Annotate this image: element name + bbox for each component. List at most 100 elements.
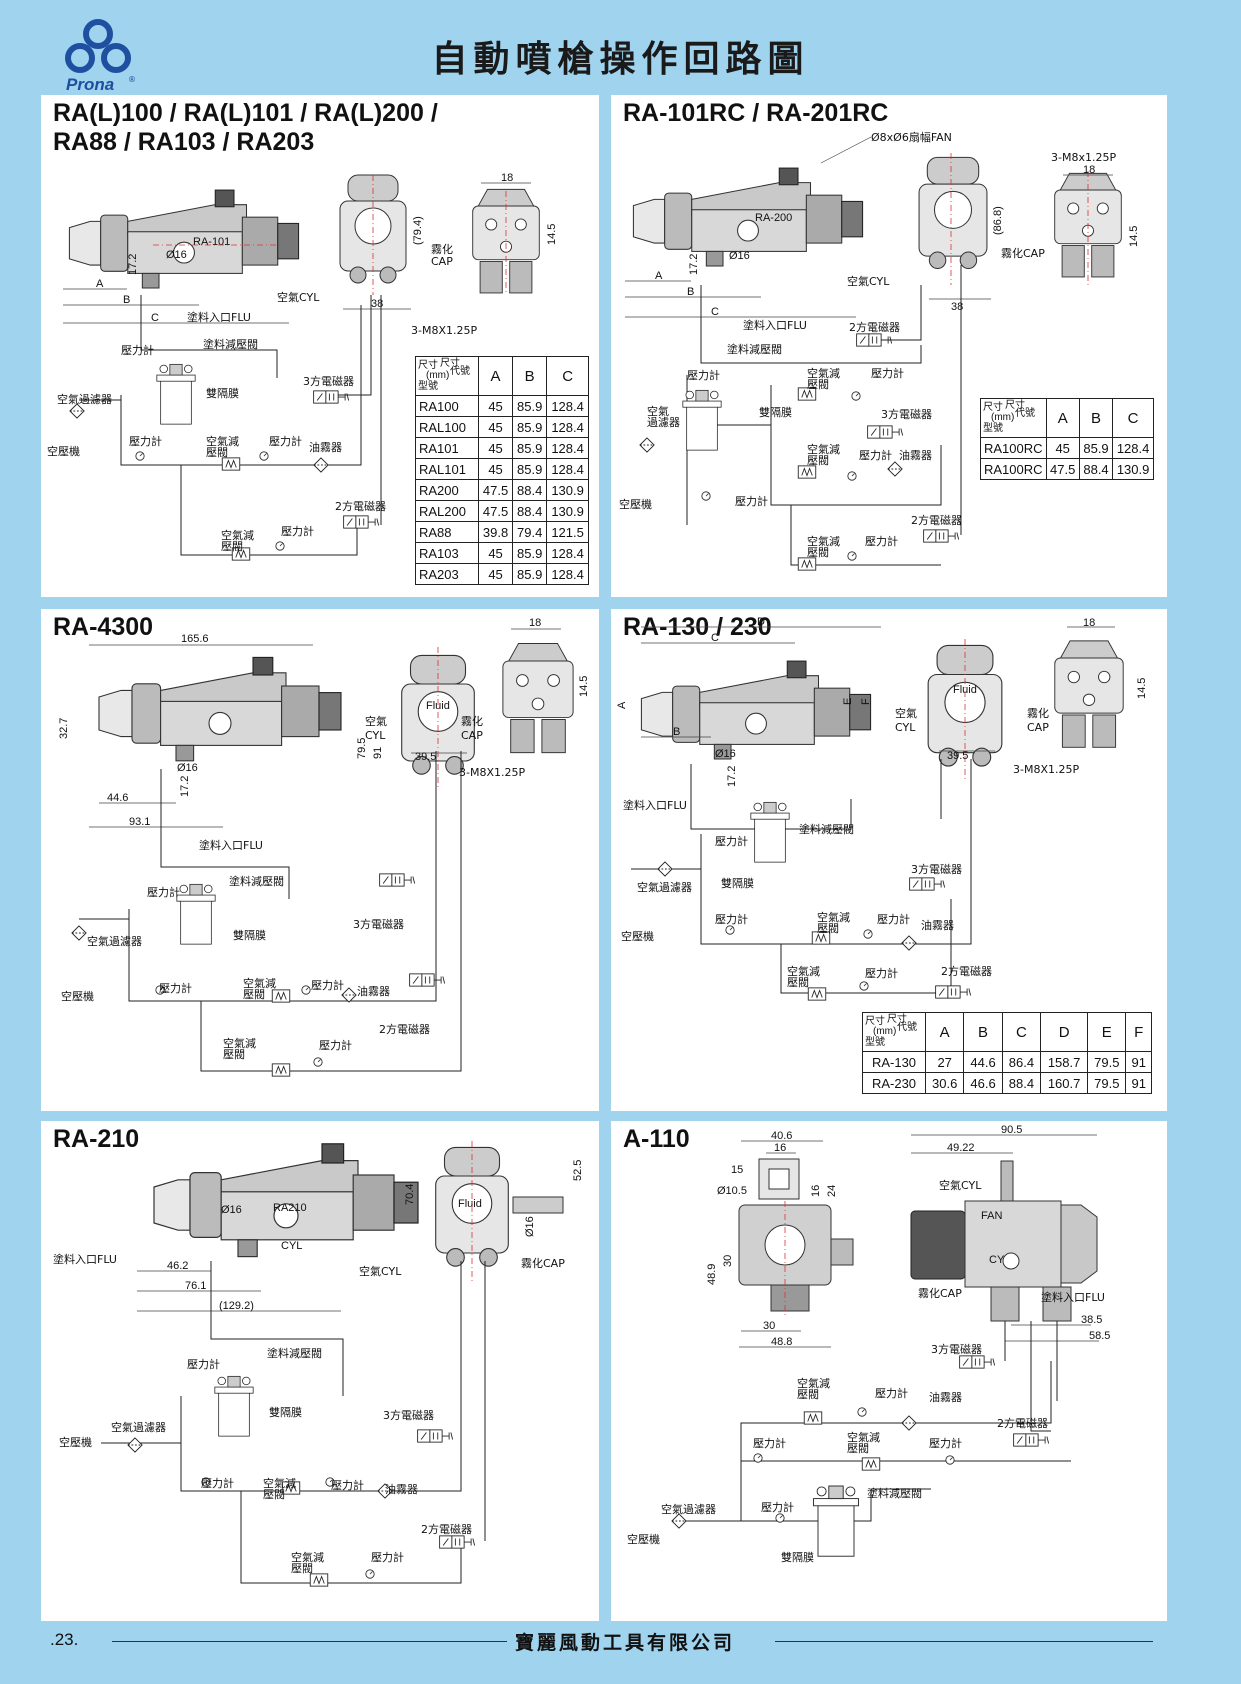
label-compressor: 空壓機: [47, 444, 80, 458]
valve-2way-icon: [439, 1535, 476, 1549]
panel-title: A-110: [623, 1125, 690, 1153]
label-cyl-en: CYL: [895, 721, 916, 734]
air-filter-icon: [69, 403, 85, 419]
brand-registered: ®: [128, 75, 136, 84]
panel-title: RA-210: [53, 1125, 140, 1153]
fluid-tank-icon: [176, 883, 216, 945]
page-number: .23.: [50, 1630, 79, 1649]
label-cap-en: CAP: [431, 255, 453, 268]
label-air-filter: 空氣過濾器: [57, 392, 112, 406]
air-regulator-icon: [271, 1063, 291, 1077]
lubricator-icon: [887, 461, 903, 477]
label-gauge3: 壓力計: [311, 978, 344, 992]
label-valve3: 3方電磁器: [931, 1342, 982, 1356]
label-valve3: 3方電磁器: [911, 862, 962, 876]
label-fluid-reg: 塗料減壓閥: [727, 342, 782, 356]
panel-ra130-230: RA-130 / 230 D C A E F B Ø16 17.2 Fluid …: [611, 609, 1167, 1111]
brand-name: Prona: [66, 75, 114, 94]
label-cyl-en: CYL: [365, 729, 386, 742]
a110-diagram: 40.6 16 15 Ø10.5 16 24 30 48.9 30 48.8 9…: [627, 1124, 1110, 1564]
panel-title: RA(L)100 / RA(L)101 / RA(L)200 / RA88 / …: [53, 99, 438, 157]
label-air-reg2: 空氣減壓閥: [221, 528, 254, 553]
label-flu: 塗料入口FLU: [53, 1252, 117, 1266]
dim-165-6: 165.6: [181, 633, 209, 645]
lubricator-icon: [901, 935, 917, 951]
label-fluid-reg: 塗料減壓閥: [867, 1486, 922, 1500]
gauge-icon: [847, 551, 857, 561]
label-flu: 塗料入口FLU: [623, 798, 687, 812]
dim-14-5: 14.5: [1136, 678, 1148, 699]
col-c: C: [1112, 398, 1154, 438]
dim-b: B: [687, 286, 694, 298]
label-fluid-reg: 塗料減壓閥: [229, 874, 284, 888]
dim-30-v: 30: [722, 1255, 734, 1267]
label-air-filter: 空氣過濾器: [637, 880, 692, 894]
label-cap: 霧化CAP: [1001, 246, 1045, 260]
ra130-diagram: D C A E F B Ø16 17.2 Fluid 18 14.5 39.5 …: [616, 616, 1148, 1001]
valve-2way-icon: [409, 973, 446, 987]
label-air-filter: 空氣過濾器: [87, 934, 142, 948]
air-filter-icon: [671, 1513, 687, 1529]
label-gauge2: 壓力計: [159, 981, 192, 995]
dim-17-2: 17.2: [726, 766, 738, 787]
label-thread: 3-M8x1.25P: [1051, 151, 1116, 164]
dim-70-4: 70.4: [404, 1184, 416, 1205]
table-corner: 尺寸 尺寸 (mm) 代號 型號: [980, 398, 1047, 438]
valve-3way-icon: [379, 873, 416, 887]
gauge-icon: [753, 1453, 763, 1463]
label-compressor: 空壓機: [627, 1532, 660, 1546]
fluid-tank-icon: [750, 801, 790, 863]
label-gauge4: 壓力計: [859, 448, 892, 462]
dim-18: 18: [1083, 164, 1095, 176]
dim-a: A: [616, 701, 628, 709]
dim-48-8: 48.8: [771, 1336, 792, 1348]
valve-2way-icon: [1013, 1433, 1050, 1447]
prona-logo: Prona ®: [65, 19, 136, 94]
label-air-reg2: 空氣減壓閥: [787, 964, 820, 989]
label-gauge2: 壓力計: [871, 366, 904, 380]
gauge-icon: [301, 985, 311, 995]
air-filter-icon: [71, 925, 87, 941]
dim-c: C: [711, 632, 719, 644]
gun-side-view: [640, 660, 872, 760]
valve-3way-icon: [313, 390, 350, 404]
label-fluid-reg: 塗料減壓閥: [799, 822, 854, 836]
air-regulator-icon: [797, 465, 817, 479]
label-cap: 霧化CAP: [918, 1286, 962, 1300]
gun-model-mark: RA210: [273, 1202, 307, 1214]
label-air-reg3: 空氣減壓閥: [807, 534, 840, 559]
label-cap-en: CAP: [1027, 721, 1049, 734]
ra101rc-diagram: Ø8xØ6扇幅FAN RA-200 18 14.5 (86.8) 38 Ø16 …: [619, 130, 1140, 571]
label-diaphragm: 雙隔膜: [269, 1406, 302, 1419]
dim-e: E: [842, 698, 854, 705]
dim-30: 30: [763, 1320, 775, 1332]
col-b: B: [1078, 398, 1114, 438]
dim-a: A: [96, 278, 104, 290]
label-gauge4: 壓力計: [865, 966, 898, 980]
label-air-reg2: 空氣減壓閥: [807, 442, 840, 467]
label-valve3: 3方電磁器: [383, 1408, 434, 1422]
label-gauge1: 壓力計: [715, 834, 748, 848]
dim-14-5: 14.5: [546, 224, 558, 245]
dim-79-5: 79.5: [356, 738, 368, 759]
gun-side-view: [98, 656, 342, 762]
label-valve3: 3方電磁器: [881, 407, 932, 421]
label-gauge1: 壓力計: [147, 885, 180, 899]
label-flu: 塗料入口FLU: [743, 318, 807, 332]
gauge-icon: [847, 471, 857, 481]
air-regulator-icon: [271, 989, 291, 1003]
panel-title: RA-4300: [53, 613, 154, 641]
company-name: 寶麗風動工具有限公司: [515, 1632, 736, 1654]
label-compressor: 空壓機: [619, 497, 652, 511]
label-air-reg: 空氣減壓閥: [243, 976, 276, 1001]
label-gauge3: 壓力計: [929, 1436, 962, 1450]
label-gauge1: 壓力計: [121, 343, 154, 357]
label-lubricator: 油霧器: [929, 1390, 962, 1404]
